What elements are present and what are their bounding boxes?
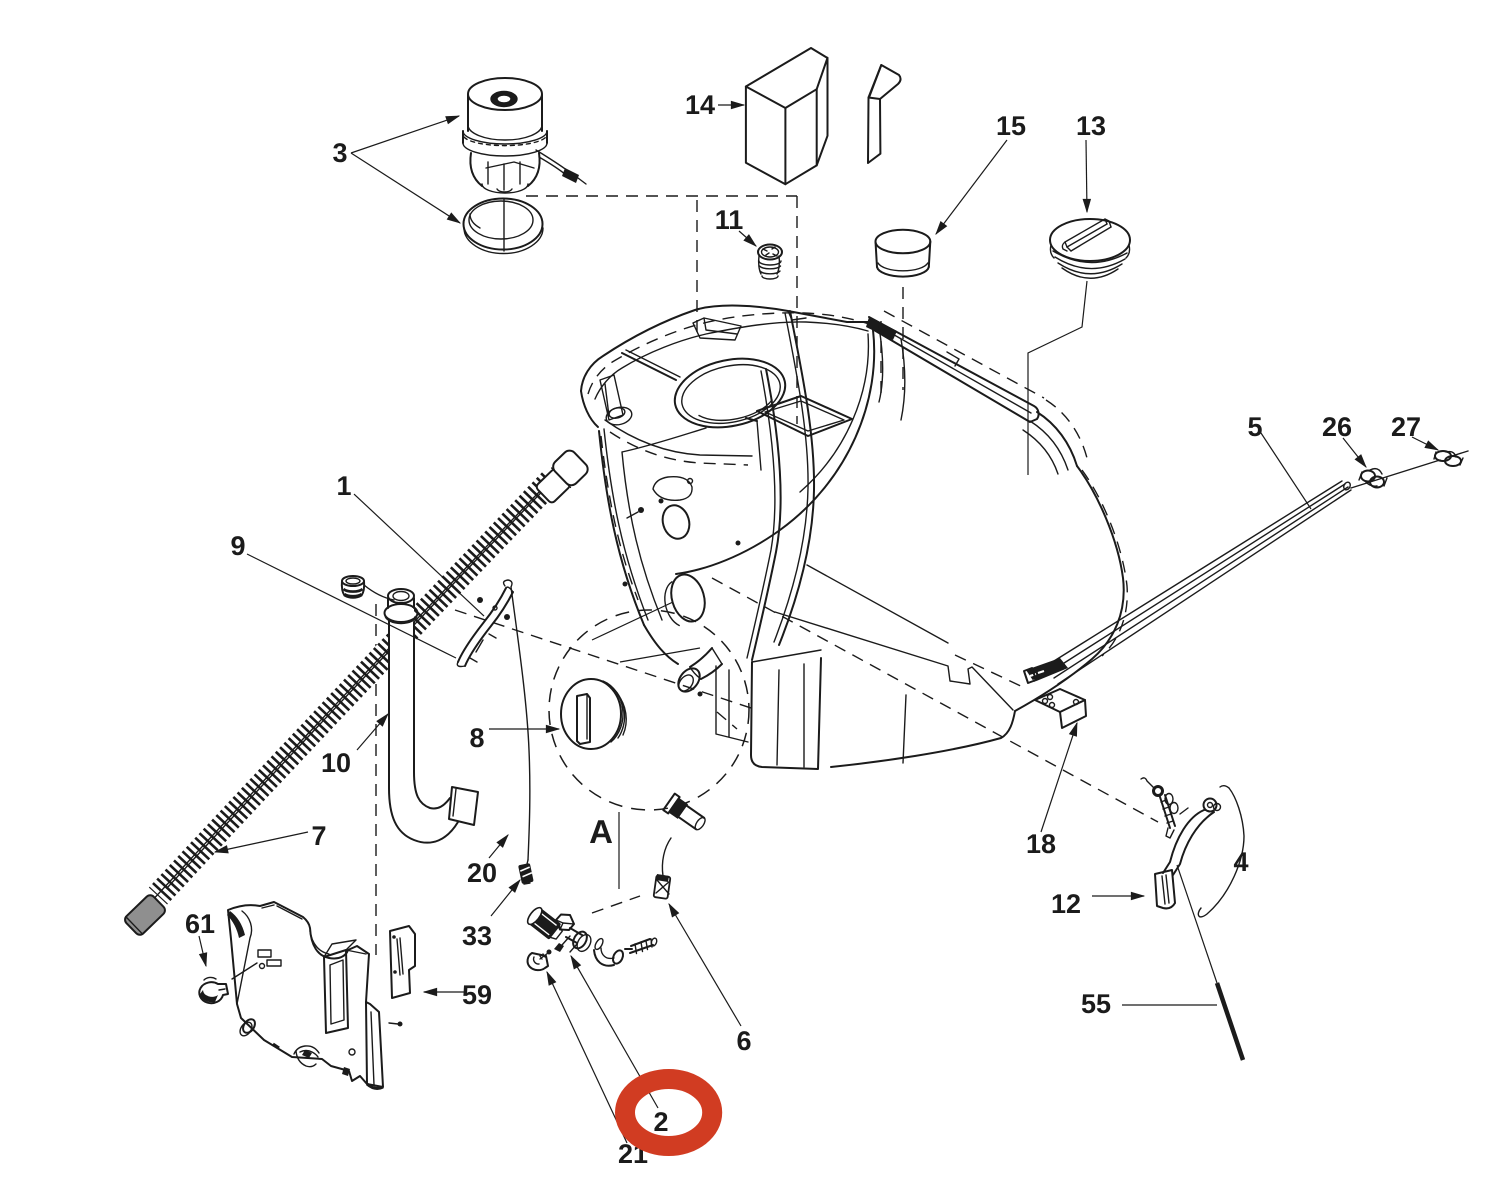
svg-text:15: 15 bbox=[996, 111, 1026, 141]
svg-text:20: 20 bbox=[467, 858, 497, 888]
svg-text:4: 4 bbox=[1233, 847, 1248, 877]
svg-text:A: A bbox=[589, 813, 613, 850]
svg-text:8: 8 bbox=[469, 723, 484, 753]
svg-text:12: 12 bbox=[1051, 889, 1081, 919]
svg-text:9: 9 bbox=[230, 531, 245, 561]
svg-text:13: 13 bbox=[1076, 111, 1106, 141]
svg-text:10: 10 bbox=[321, 748, 351, 778]
svg-text:3: 3 bbox=[332, 138, 347, 168]
svg-text:5: 5 bbox=[1247, 412, 1262, 442]
svg-text:18: 18 bbox=[1026, 829, 1056, 859]
svg-text:61: 61 bbox=[185, 909, 215, 939]
svg-text:1: 1 bbox=[336, 471, 351, 501]
svg-text:14: 14 bbox=[685, 90, 715, 120]
svg-text:26: 26 bbox=[1322, 412, 1352, 442]
svg-text:55: 55 bbox=[1081, 989, 1111, 1019]
svg-text:27: 27 bbox=[1391, 412, 1421, 442]
svg-text:59: 59 bbox=[462, 980, 492, 1010]
svg-text:33: 33 bbox=[462, 921, 492, 951]
svg-text:6: 6 bbox=[736, 1026, 751, 1056]
svg-text:7: 7 bbox=[311, 821, 326, 851]
svg-text:2: 2 bbox=[653, 1107, 668, 1137]
svg-text:11: 11 bbox=[715, 205, 744, 235]
